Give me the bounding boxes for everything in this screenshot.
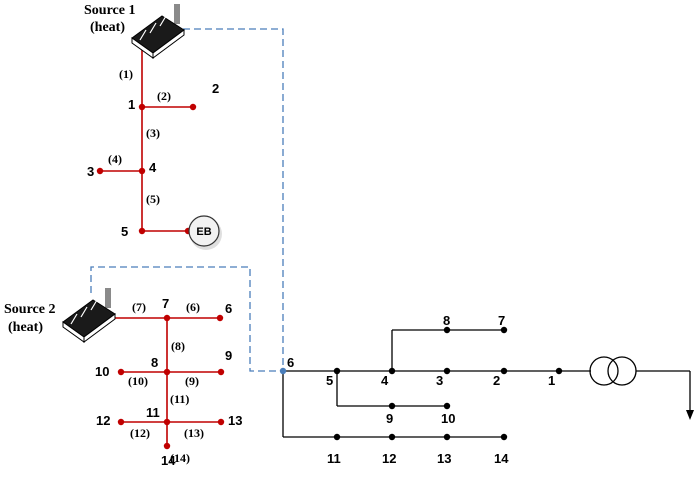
power-node [333, 433, 341, 441]
heat-pipe-label: (4) [108, 152, 122, 166]
heat-pipe-label: (3) [146, 126, 160, 140]
power-node-label: 9 [386, 411, 393, 426]
heat-pipe-label: (2) [157, 89, 171, 103]
power-node-label: 3 [436, 373, 443, 388]
heat-node-label: 10 [95, 364, 109, 379]
heat-node [138, 227, 146, 235]
heat-node [117, 368, 125, 376]
heat-node [217, 368, 225, 376]
heat-node [163, 418, 171, 426]
heat-node-label: 2 [212, 81, 219, 96]
power-node-label: 8 [443, 313, 450, 328]
heat-node-label: 4 [149, 160, 157, 175]
heat-pipe-label: (12) [130, 426, 150, 440]
power-node [388, 433, 396, 441]
heat-pipe-label: (11) [170, 392, 189, 406]
power-node-label: 11 [327, 451, 341, 466]
power-node-label: 5 [326, 373, 333, 388]
transformer-icon [589, 356, 637, 386]
heat-pipe-label: (5) [146, 192, 160, 206]
heat-node-label: 9 [225, 348, 232, 363]
power-node [443, 402, 451, 410]
heat-pipe-label: (14) [170, 451, 190, 465]
power-node-label: 6 [287, 355, 294, 370]
heat-node-label: 13 [228, 413, 242, 428]
source-1-sublabel: (heat) [90, 20, 125, 35]
heat-node-label: 11 [146, 405, 160, 420]
heat-source-2-icon [62, 288, 116, 343]
power-node [333, 367, 341, 375]
power-node [443, 367, 451, 375]
power-node [443, 326, 451, 334]
heat-network-1 [100, 50, 193, 232]
heat-node [163, 442, 171, 450]
heat-node-label: 3 [87, 164, 94, 179]
heat-node [138, 167, 146, 175]
power-node-label: 14 [494, 451, 509, 466]
heat-node [117, 418, 125, 426]
heat-node [163, 314, 171, 322]
heat-nodes-2 [117, 314, 225, 450]
power-node-label: 2 [493, 373, 500, 388]
heat-pipe-label: (7) [132, 300, 146, 314]
power-node [555, 367, 563, 375]
source-2-label: Source 2 [4, 302, 55, 317]
power-node [500, 326, 508, 334]
power-node [500, 367, 508, 375]
heat-pipe-label: (9) [185, 374, 199, 388]
power-node [500, 433, 508, 441]
heat-node [163, 368, 171, 376]
power-node-label: 7 [498, 313, 505, 328]
heat-node [217, 418, 225, 426]
load-arrow-icon [686, 410, 694, 420]
heat-source-1-icon [131, 4, 185, 59]
heat-pipe-label: (1) [119, 67, 133, 81]
heat-pipe-label: (13) [184, 426, 204, 440]
heat-pipe-label: (10) [128, 374, 148, 388]
heat-node-label: 1 [128, 97, 135, 112]
heat-node [216, 314, 224, 322]
heat-node-label: 12 [96, 413, 110, 428]
source-1-label: Source 1 [84, 3, 135, 18]
power-node-label: 1 [548, 373, 555, 388]
heat-node-label: 14 [161, 453, 176, 468]
power-node-label: 4 [381, 373, 389, 388]
power-nodes [279, 326, 563, 441]
power-node [279, 367, 287, 375]
coupling-link-source1 [183, 28, 284, 371]
power-node-label: 12 [382, 451, 396, 466]
heat-node-label: 5 [121, 224, 128, 239]
eb-label: EB [196, 226, 211, 238]
electric-boiler: EB [188, 215, 222, 250]
source-2-sublabel: (heat) [8, 320, 43, 335]
heat-pipe-label: (8) [171, 339, 185, 353]
heat-node [96, 167, 104, 175]
heat-nodes-1 [96, 103, 197, 235]
coupling-link-source2 [90, 266, 283, 372]
heat-node-label: 6 [225, 301, 232, 316]
heat-node [189, 103, 197, 111]
heat-node-label: 7 [162, 296, 169, 311]
coupling-links [90, 28, 284, 372]
power-node-label: 13 [437, 451, 451, 466]
heat-node [138, 103, 146, 111]
power-node [388, 367, 396, 375]
power-node [443, 433, 451, 441]
heat-node-label: 8 [151, 355, 158, 370]
power-node-label: 10 [441, 411, 455, 426]
heat-pipe-label: (6) [186, 300, 200, 314]
power-node [388, 402, 396, 410]
